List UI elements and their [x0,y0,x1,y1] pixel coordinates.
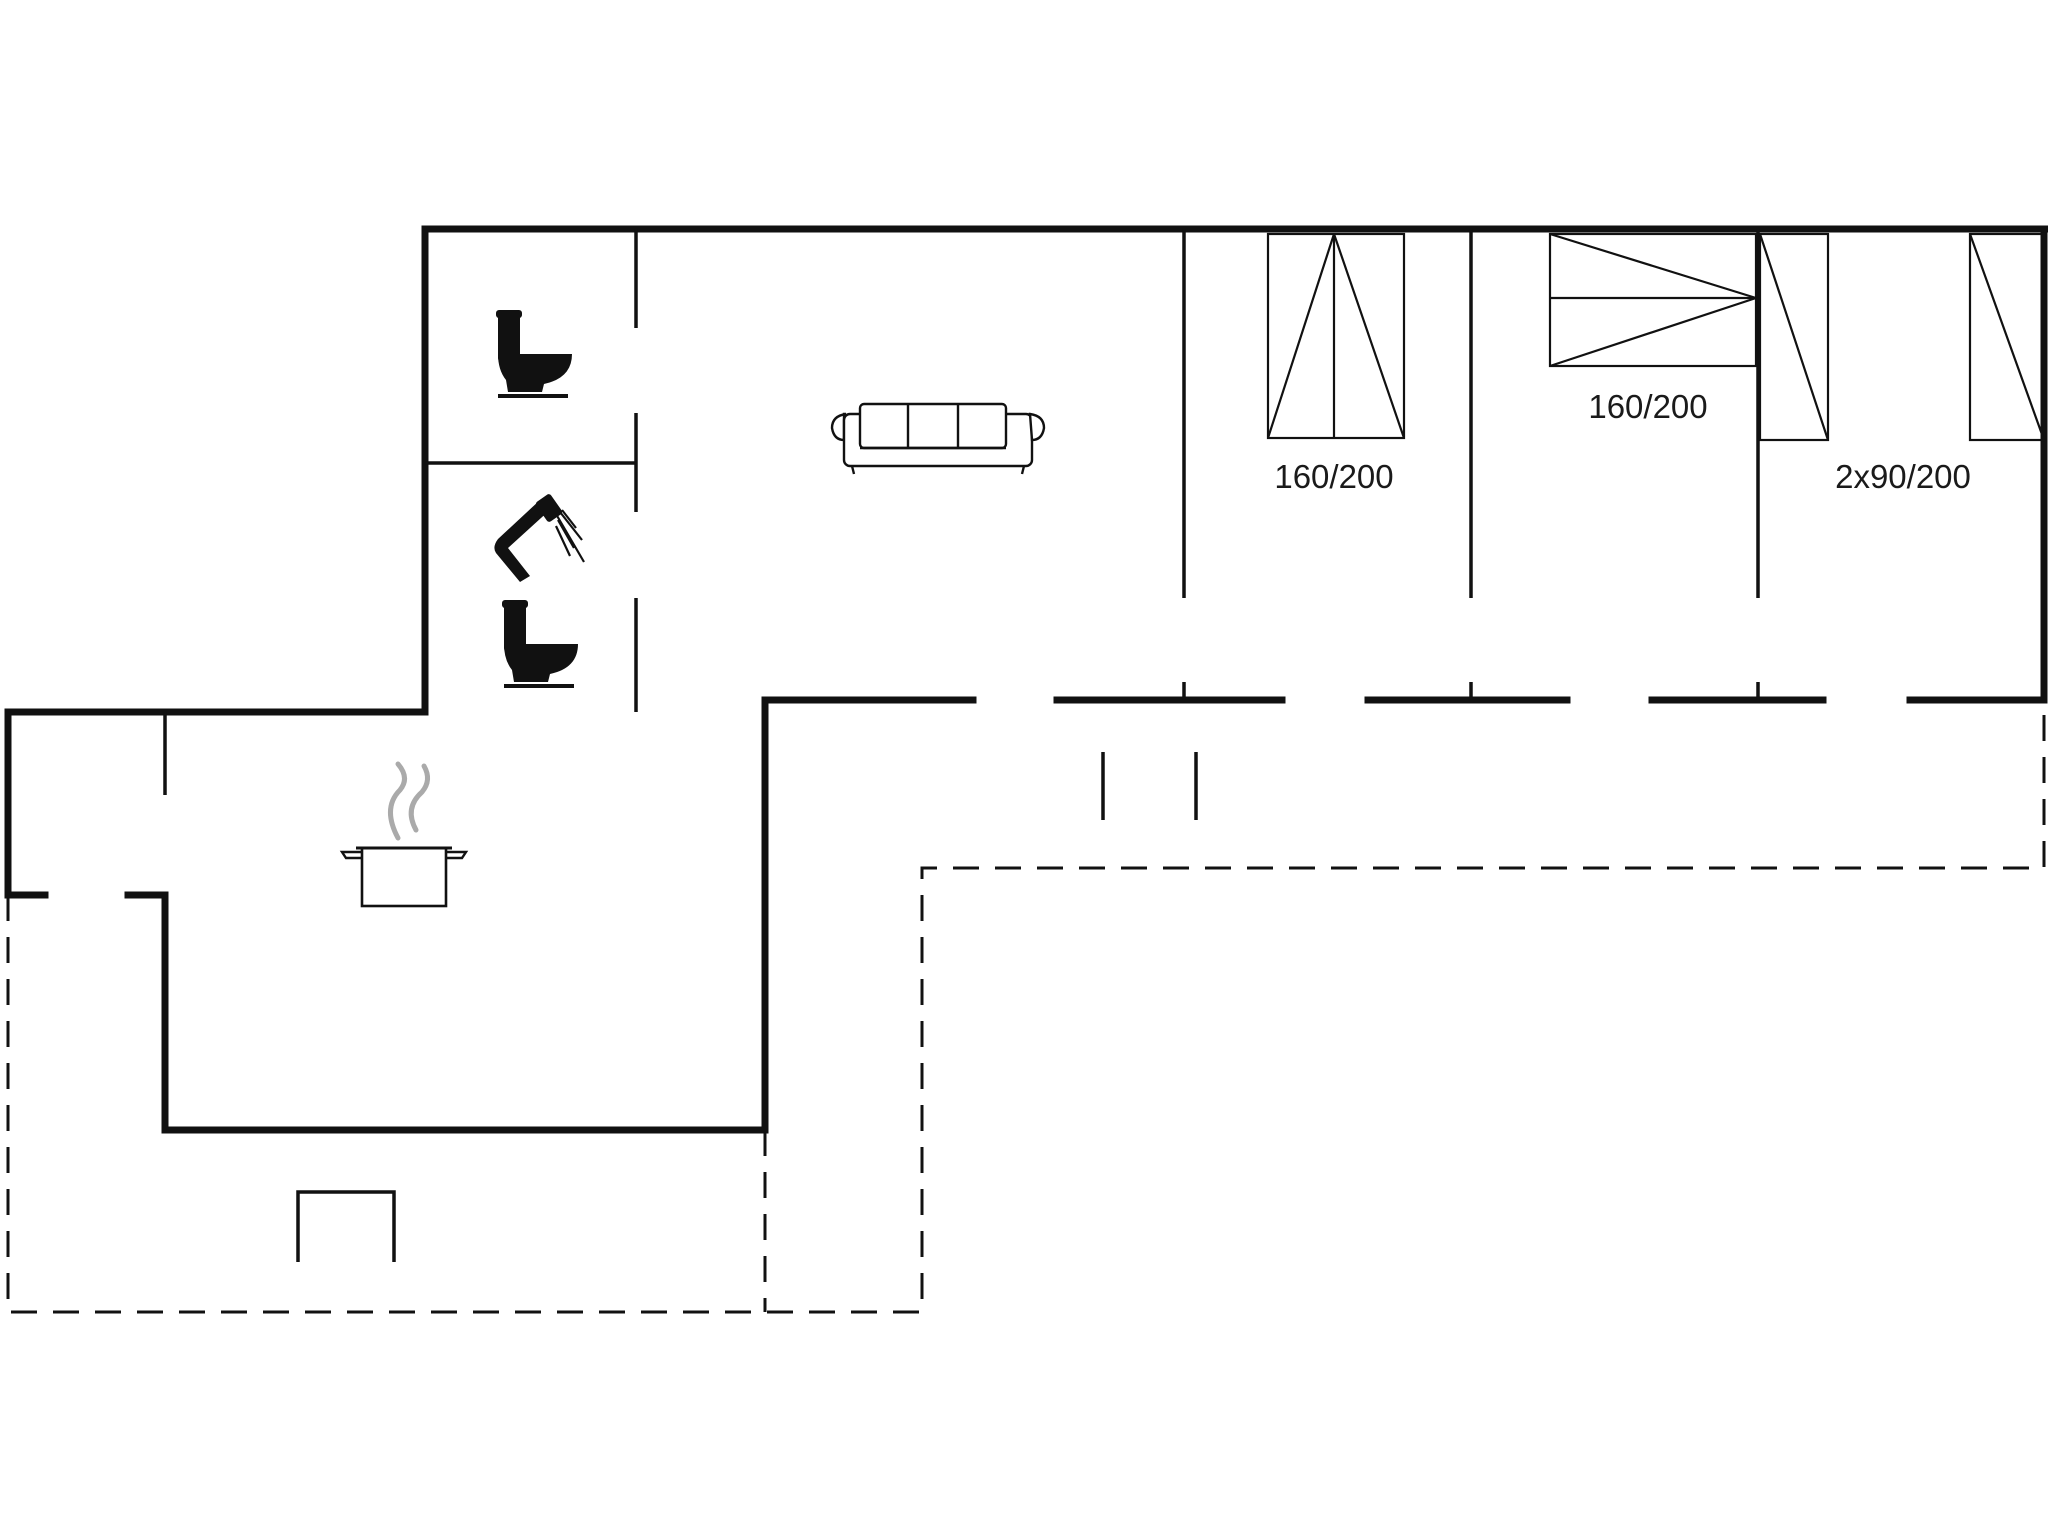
bed-label-bedroom-2: 160/200 [1588,388,1707,425]
bed-icon [1266,232,1406,440]
sofa-icon [830,402,1046,475]
bed-label-bedroom-3: 2x90/200 [1835,458,1971,495]
cooking-pot-icon [339,761,469,908]
outdoor-grill [296,1190,396,1262]
interior-partitions [163,229,1760,820]
bed-icon [1968,232,2046,442]
terrace-outline [6,700,2046,1314]
toilet-icon [502,600,578,688]
shower-icon [494,494,585,582]
toilet-icon [496,310,572,398]
bed-icon [1758,232,1830,442]
bed-label-bedroom-1: 160/200 [1274,458,1393,495]
outer-walls [4,225,2048,1134]
bed-icon [1548,232,1758,368]
